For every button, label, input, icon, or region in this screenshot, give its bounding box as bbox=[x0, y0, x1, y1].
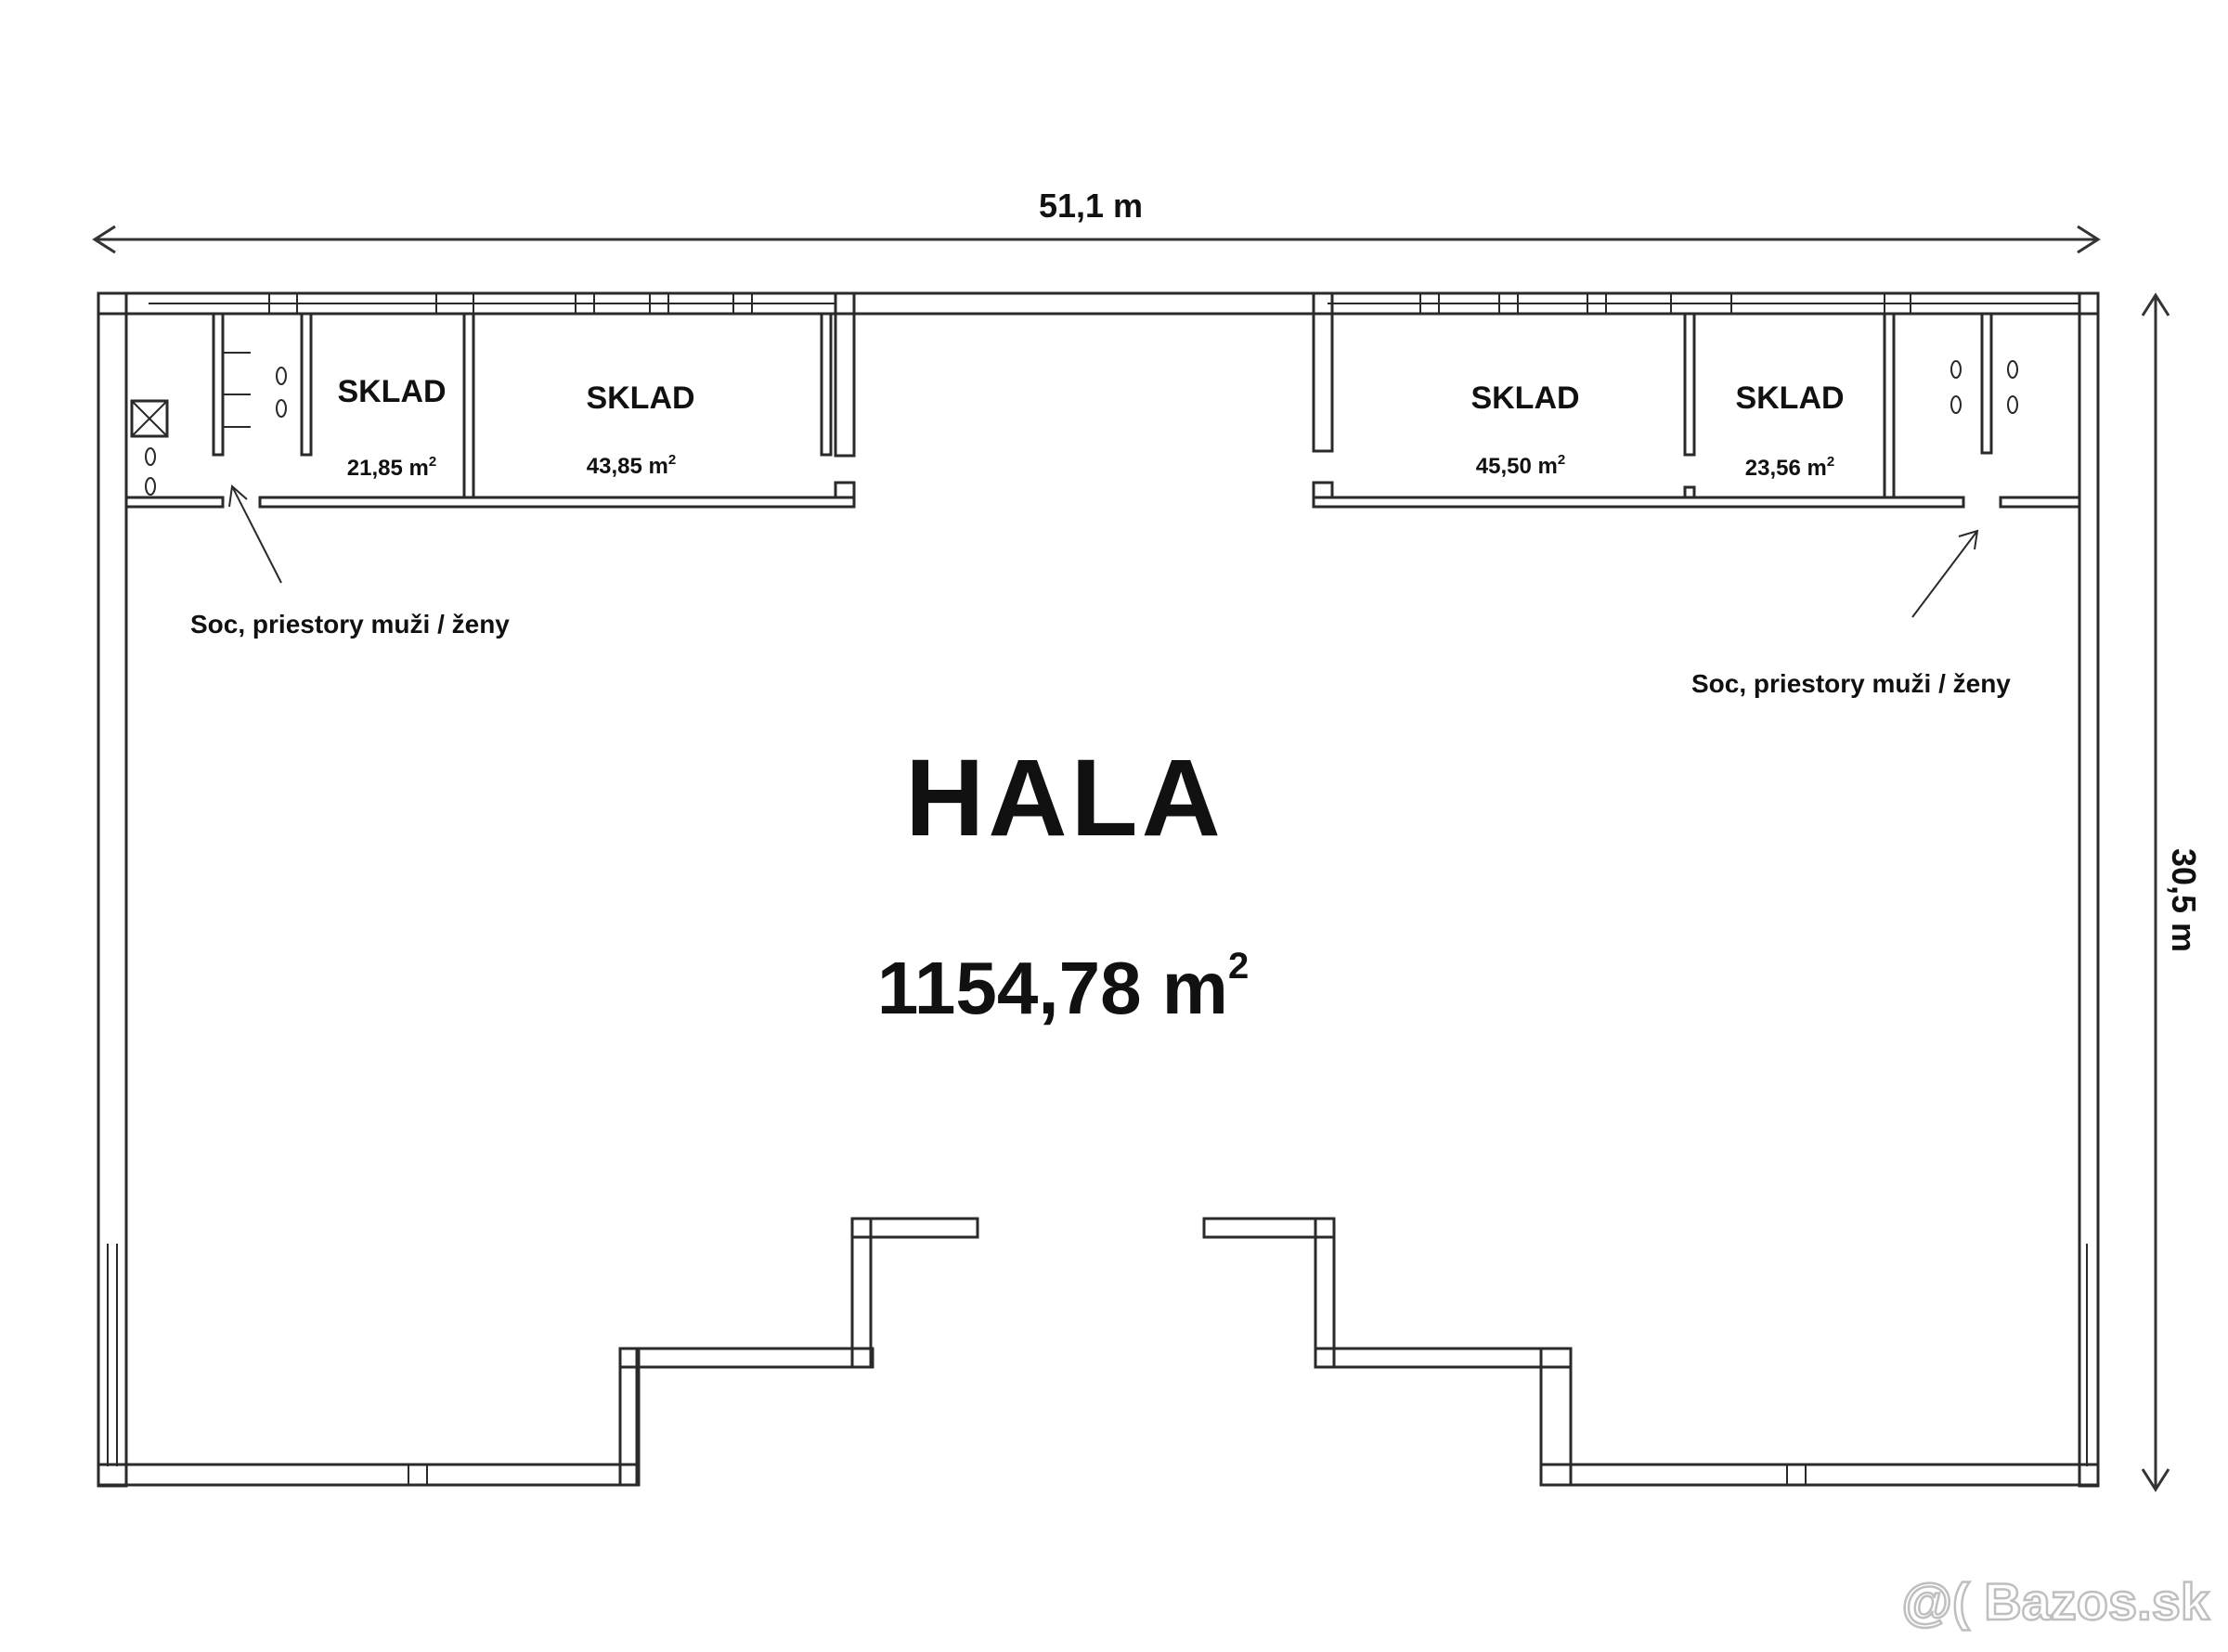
height-label: 30,5 m bbox=[2165, 848, 2203, 952]
sklad-1-name: SKLAD bbox=[337, 374, 446, 409]
left-rooms bbox=[124, 291, 856, 509]
hall-area: 1154,78 m2 bbox=[877, 946, 1249, 1029]
watermark-text: @( Bazos.sk bbox=[1901, 1572, 2209, 1631]
sklad-1: SKLAD 21,85 m2 bbox=[337, 374, 446, 481]
watermark: @( Bazos.sk bbox=[1900, 1571, 2211, 1633]
sklad-3: SKLAD 45,50 m2 bbox=[1470, 381, 1579, 479]
front-steps bbox=[618, 1217, 1573, 1487]
left-social-label: Soc, priestory muži / ženy bbox=[190, 610, 510, 639]
left-social-annotation: Soc, priestory muži / ženy bbox=[190, 484, 510, 639]
sklad-4-area: 23,56 m2 bbox=[1745, 454, 1834, 481]
sklad-2-name: SKLAD bbox=[586, 381, 694, 416]
right-social-annotation: Soc, priestory muži / ženy bbox=[1691, 529, 2011, 698]
height-dimension: 30,5 m bbox=[2141, 292, 2203, 1492]
sklad-2: SKLAD 43,85 m2 bbox=[586, 381, 694, 479]
hall: HALA 1154,78 m2 bbox=[877, 737, 1249, 1029]
sklad-3-area: 45,50 m2 bbox=[1476, 452, 1565, 479]
sklad-1-area: 21,85 m2 bbox=[347, 454, 436, 481]
width-dimension: 51,1 m bbox=[92, 187, 2101, 254]
right-social-label: Soc, priestory muži / ženy bbox=[1691, 669, 2011, 698]
right-rooms bbox=[1312, 291, 2081, 509]
width-label: 51,1 m bbox=[1039, 187, 1143, 225]
sklad-3-name: SKLAD bbox=[1470, 381, 1579, 416]
sklad-4-name: SKLAD bbox=[1735, 381, 1844, 416]
sklad-4: SKLAD 23,56 m2 bbox=[1735, 381, 1844, 481]
sklad-2-area: 43,85 m2 bbox=[587, 452, 676, 479]
hall-name: HALA bbox=[905, 737, 1224, 859]
